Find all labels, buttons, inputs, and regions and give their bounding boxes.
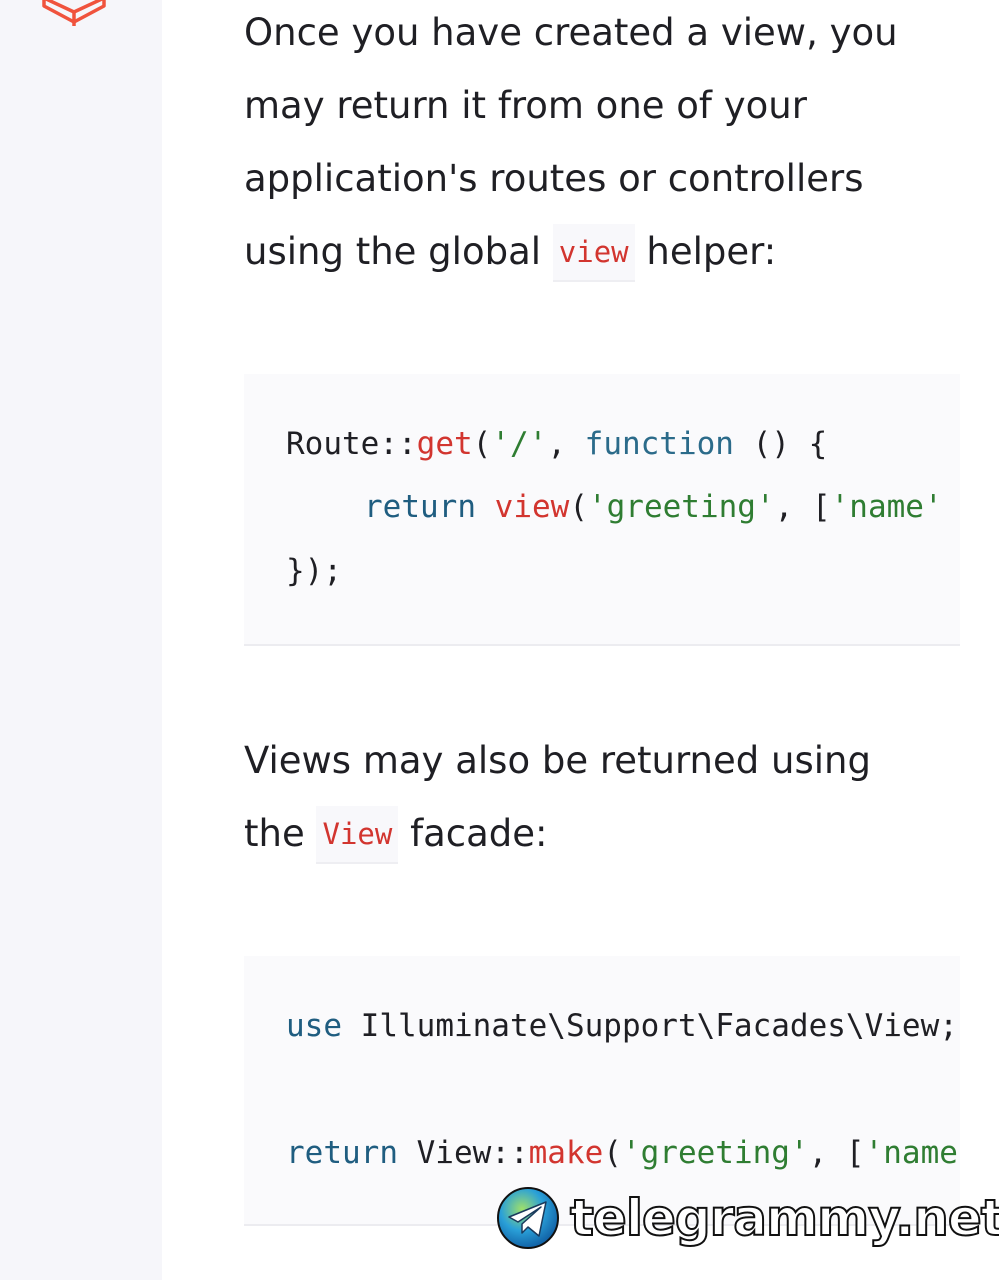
code-line: return View::make('greeting', ['name' bbox=[286, 1133, 960, 1173]
code-token: return bbox=[286, 1135, 398, 1171]
code-token: , [ bbox=[808, 1135, 865, 1171]
text-segment: helper: bbox=[634, 230, 777, 273]
code-token: () { bbox=[733, 426, 828, 462]
code-token: view bbox=[494, 489, 570, 525]
code-token: 'name' bbox=[864, 1135, 960, 1171]
inline-code-view: view bbox=[552, 224, 635, 282]
paragraph-line: the View facade: bbox=[244, 797, 960, 870]
inline-code-view-facade: View bbox=[316, 806, 399, 864]
paragraph-line: Views may also be returned using bbox=[244, 739, 871, 782]
code-token: function bbox=[584, 426, 734, 462]
code-token: }); bbox=[286, 553, 342, 589]
code-token: ( bbox=[603, 1135, 622, 1171]
paragraph-line: using the global view helper: bbox=[244, 215, 960, 288]
code-line: return view('greeting', ['name' bbox=[364, 487, 943, 527]
code-token: return bbox=[364, 489, 476, 525]
laravel-logo-icon[interactable] bbox=[40, 0, 108, 28]
telegram-logo-icon bbox=[497, 1187, 559, 1249]
code-token: ( bbox=[569, 489, 588, 525]
watermark-text: telegrammy.net bbox=[569, 1188, 999, 1248]
paragraph-line: Once you have created a view, you bbox=[244, 11, 898, 54]
code-token: View:: bbox=[397, 1135, 529, 1171]
code-token: ( bbox=[472, 426, 492, 462]
paragraph-view-facade: Views may also be returned using the Vie… bbox=[244, 724, 960, 870]
code-token: Illuminate\Support\Facades\View; bbox=[342, 1008, 958, 1044]
code-token: Route:: bbox=[286, 426, 417, 462]
code-token: 'greeting' bbox=[621, 1135, 809, 1171]
sidebar bbox=[0, 0, 162, 1280]
code-block-route[interactable]: Route::get('/', function () { return vie… bbox=[244, 374, 960, 646]
code-token: use bbox=[286, 1008, 342, 1044]
text-segment: facade: bbox=[398, 812, 548, 855]
code-line: Route::get('/', function () { bbox=[286, 424, 827, 464]
code-token: , [ bbox=[774, 489, 831, 525]
text-segment: the bbox=[244, 812, 317, 855]
watermark: telegrammy.net bbox=[496, 1186, 999, 1254]
text-segment: using the global bbox=[244, 230, 553, 273]
code-token: make bbox=[528, 1135, 604, 1171]
code-token: '/' bbox=[491, 426, 548, 462]
code-token: 'greeting' bbox=[587, 489, 775, 525]
code-line: use Illuminate\Support\Facades\View; bbox=[286, 1006, 958, 1046]
paragraph-line: application's routes or controllers bbox=[244, 157, 864, 200]
code-block-facade[interactable]: use Illuminate\Support\Facades\View; ret… bbox=[244, 956, 960, 1226]
paragraph-view-return: Once you have created a view, you may re… bbox=[244, 0, 960, 288]
code-token: get bbox=[416, 426, 473, 462]
paragraph-line: may return it from one of your bbox=[244, 84, 807, 127]
code-line: }); bbox=[286, 551, 342, 591]
code-token: 'name' bbox=[830, 489, 943, 525]
code-token bbox=[476, 489, 495, 525]
code-token: , bbox=[547, 426, 585, 462]
